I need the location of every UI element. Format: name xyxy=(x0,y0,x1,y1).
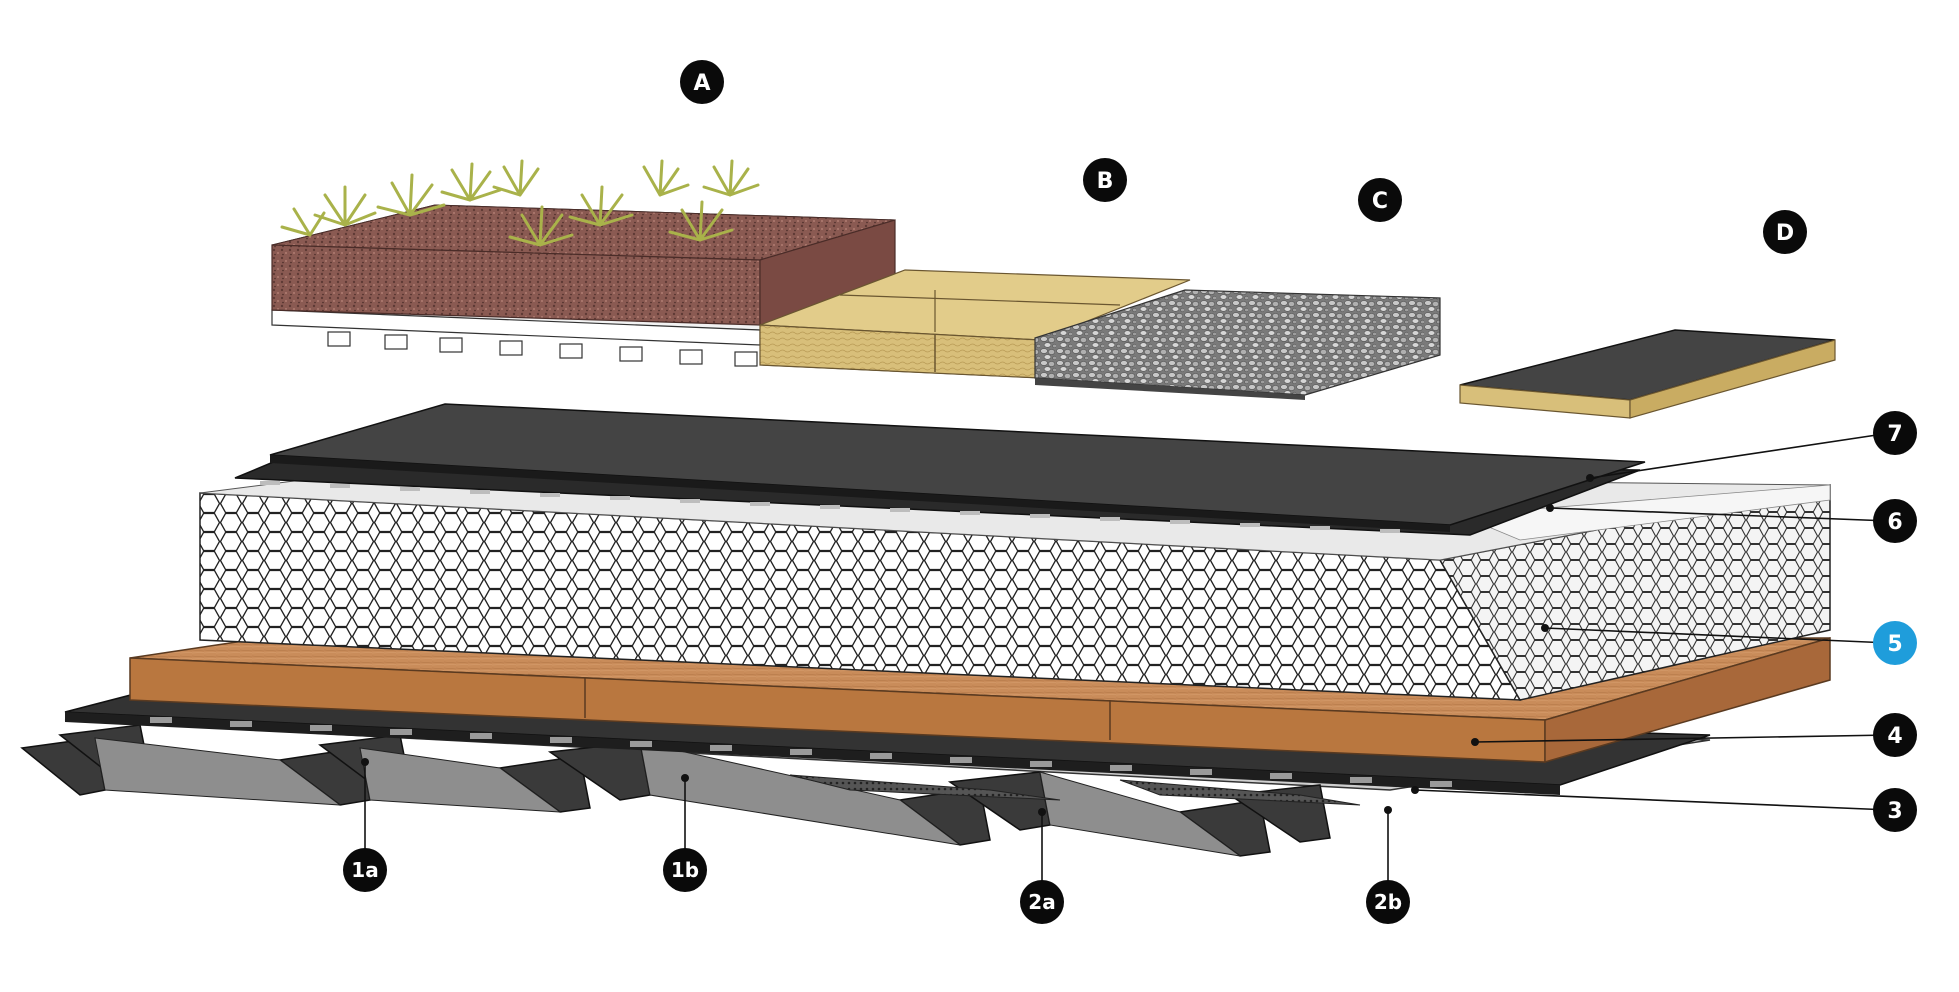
callout-3: 3 xyxy=(1873,788,1917,832)
waterproofing-membrane xyxy=(234,403,1646,536)
callout-5-text: 5 xyxy=(1887,632,1902,657)
callout-7-text: 7 xyxy=(1887,422,1902,447)
callout-4: 4 xyxy=(1873,713,1917,757)
option-a-green-roof xyxy=(271,159,896,367)
option-d-membrane-board xyxy=(1459,329,1836,419)
callout-2a: 2a xyxy=(1020,880,1064,924)
leader-dots xyxy=(361,474,1594,816)
callout-A: A xyxy=(680,60,724,104)
callout-1b: 1b xyxy=(663,848,707,892)
callout-C-text: C xyxy=(1372,189,1388,214)
callout-B-text: B xyxy=(1097,169,1114,194)
callout-5: 5 xyxy=(1873,621,1917,665)
callout-1a: 1a xyxy=(343,848,387,892)
callout-D: D xyxy=(1763,210,1807,254)
callout-2a-text: 2a xyxy=(1028,890,1055,914)
callout-A-text: A xyxy=(693,71,710,96)
callout-1a-text: 1a xyxy=(351,858,378,882)
callout-7: 7 xyxy=(1873,411,1917,455)
option-c-gravel-ballast xyxy=(1034,289,1441,400)
callout-6: 6 xyxy=(1873,499,1917,543)
callout-2b-text: 2b xyxy=(1374,890,1402,914)
callout-6-text: 6 xyxy=(1887,510,1902,535)
callout-1b-text: 1b xyxy=(671,858,699,882)
callout-B: B xyxy=(1083,158,1127,202)
callout-D-text: D xyxy=(1776,221,1794,246)
leader-lines xyxy=(364,432,1891,900)
callout-C: C xyxy=(1358,178,1402,222)
callout-2b: 2b xyxy=(1366,880,1410,924)
callout-3-text: 3 xyxy=(1887,799,1902,824)
callout-4-text: 4 xyxy=(1887,724,1902,749)
